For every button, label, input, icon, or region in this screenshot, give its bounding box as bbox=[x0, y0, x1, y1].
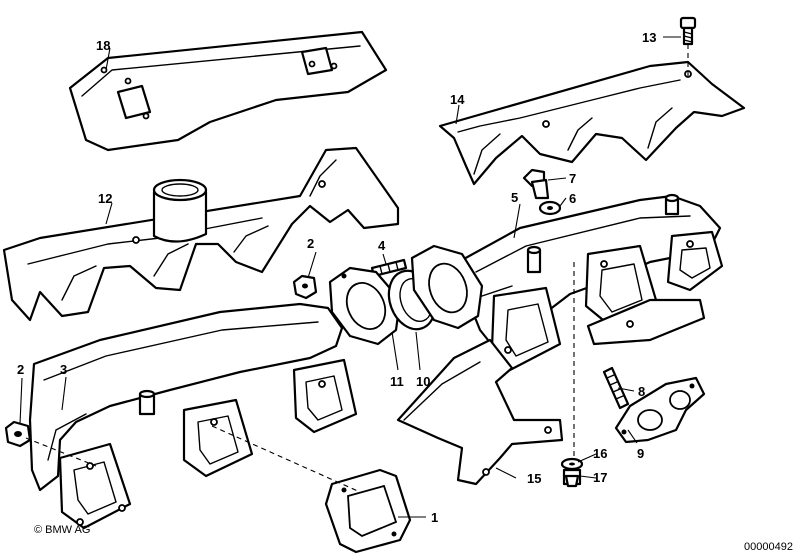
washer-6 bbox=[538, 200, 562, 216]
callout-14: 14 bbox=[450, 92, 465, 107]
copyright-notice: © BMW AG bbox=[34, 524, 91, 536]
bracket-15 bbox=[396, 338, 564, 486]
nut-2-lower bbox=[4, 420, 32, 448]
stud-8 bbox=[602, 366, 630, 410]
callout-12: 12 bbox=[98, 191, 112, 206]
callout-5: 5 bbox=[511, 190, 518, 205]
nut-2-upper bbox=[292, 274, 318, 300]
callout-11: 11 bbox=[390, 374, 404, 389]
callout-6: 6 bbox=[569, 191, 576, 206]
callout-labels: 18 12 14 13 7 6 5 2 4 11 10 8 9 15 16 17… bbox=[17, 30, 656, 525]
callout-18: 18 bbox=[96, 38, 110, 53]
gasket-1 bbox=[324, 468, 412, 554]
callout-17: 17 bbox=[593, 470, 607, 485]
callout-9: 9 bbox=[637, 446, 644, 461]
callout-3: 3 bbox=[60, 362, 67, 377]
exhaust-manifold-3 bbox=[28, 302, 358, 530]
heat-shield-plate-18 bbox=[68, 30, 388, 152]
callout-1: 1 bbox=[431, 510, 438, 525]
bolt-17 bbox=[562, 468, 582, 488]
exhaust-manifold-5 bbox=[460, 193, 724, 372]
bolt-13 bbox=[679, 16, 697, 46]
callout-7: 7 bbox=[569, 171, 576, 186]
document-number: 00000492 bbox=[744, 541, 793, 553]
washer-16 bbox=[560, 457, 584, 471]
gasket-9 bbox=[614, 376, 706, 444]
callout-16: 16 bbox=[593, 446, 607, 461]
flange-ring-11 bbox=[328, 266, 402, 346]
heat-shield-14 bbox=[438, 60, 746, 186]
heat-shield-12 bbox=[2, 146, 400, 322]
callout-4: 4 bbox=[378, 238, 386, 253]
callout-8: 8 bbox=[638, 384, 645, 399]
callout-2-upper: 2 bbox=[307, 236, 314, 251]
callout-2-lower: 2 bbox=[17, 362, 24, 377]
bolt-7 bbox=[522, 168, 550, 200]
callout-13: 13 bbox=[642, 30, 656, 45]
callout-15: 15 bbox=[527, 471, 541, 486]
leader-lines bbox=[19, 36, 689, 518]
flange-ring-pair bbox=[410, 244, 484, 330]
callout-10: 10 bbox=[416, 374, 430, 389]
